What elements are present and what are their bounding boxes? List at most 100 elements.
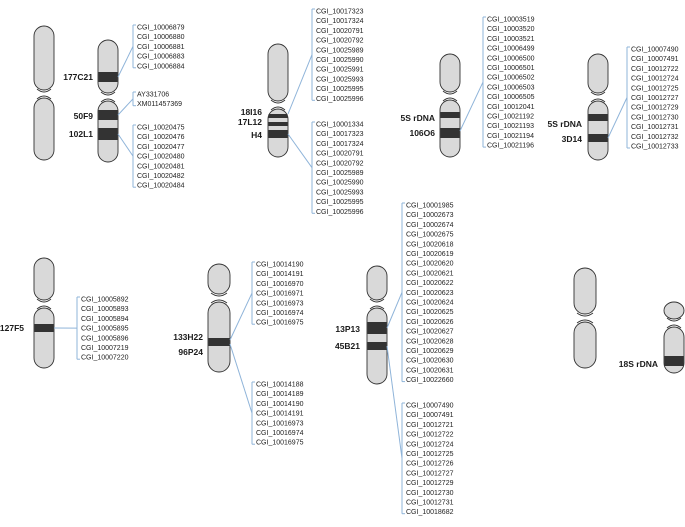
chromosome-arm-p — [587, 53, 609, 94]
hybridization-band — [440, 112, 460, 118]
centromere — [590, 91, 606, 103]
centromere — [36, 298, 52, 310]
clone-label: 17L12 — [238, 117, 262, 127]
gene-id-label: CGI_10020618 — [406, 241, 454, 248]
band-connector — [607, 97, 628, 139]
chromosome-arm-q — [207, 301, 231, 373]
chromosome-arm-p — [366, 265, 388, 301]
gene-id-label: CGI_10020480 — [137, 154, 185, 161]
band-connector — [287, 133, 313, 168]
gene-id-label: CGI_10001334 — [316, 122, 364, 129]
gene-id-label: CGI_10007491 — [406, 412, 454, 419]
gene-id-label: CGI_10006879 — [137, 25, 185, 32]
centromere — [100, 91, 116, 103]
hybridization-band — [588, 134, 608, 142]
gene-id-label: CGI_10007491 — [631, 56, 679, 63]
gene-id-label: CGI_10007490 — [631, 47, 679, 54]
gene-id-label: CGI_10012727 — [406, 470, 454, 477]
gene-id-label: CGI_10005895 — [81, 326, 129, 333]
chromosome-arm-p — [573, 267, 597, 315]
gene-id-label: CGI_10016974 — [256, 310, 304, 317]
gene-id-label: CGI_10025993 — [316, 189, 364, 196]
gene-id-label: CGI_10017324 — [316, 141, 364, 148]
band-connector — [386, 292, 403, 329]
clone-label: 177C21 — [63, 72, 93, 82]
chromosome-arm-q — [33, 97, 55, 161]
gene-id-label: CGI_10020621 — [406, 270, 454, 277]
gene-id-label: CGI_10012729 — [406, 480, 454, 487]
band-connector — [229, 292, 253, 341]
gene-id-label: CGI_10003519 — [487, 17, 535, 24]
chromosome-arm-q — [663, 326, 685, 374]
hybridization-band — [664, 356, 684, 366]
band-connector — [386, 345, 403, 459]
gene-id-label: CGI_10020619 — [406, 251, 454, 258]
clone-label: 102L1 — [69, 129, 93, 139]
gene-id-label: CGI_10012726 — [406, 461, 454, 468]
hybridization-band — [268, 114, 288, 118]
chromosome-chr-i-plain — [573, 267, 597, 369]
gene-id-label: CGI_10005893 — [81, 306, 129, 313]
gene-id-label: CGI_10025995 — [316, 86, 364, 93]
gene-id-label: AY331706 — [137, 92, 169, 99]
band-connector — [287, 54, 313, 115]
chromosome-arm-p — [33, 257, 55, 301]
centromere — [666, 317, 682, 329]
gene-id-label: CGI_10012724 — [406, 441, 454, 448]
gene-id-label: CGI_10016973 — [256, 420, 304, 427]
gene-id-label: CGI_10005894 — [81, 316, 129, 323]
gene-id-label: CGI_10014190 — [256, 401, 304, 408]
gene-group: CGI_10020475CGI_10020476CGI_10020477CGI_… — [117, 124, 185, 190]
gene-id-label: CGI_10017324 — [316, 18, 364, 25]
gene-id-label: CGI_10012721 — [406, 422, 454, 429]
gene-id-label: CGI_10020481 — [137, 163, 185, 170]
chromosome-chr-h: 13P1345B21CGI_10001985CGI_10002673CGI_10… — [335, 202, 454, 516]
gene-id-label: CGI_10006500 — [487, 55, 535, 62]
gene-id-label: CGI_10025996 — [316, 96, 364, 103]
chromosome-chr-j: 18S rDNA — [619, 301, 685, 374]
gene-id-label: CGI_10012733 — [631, 144, 679, 151]
gene-id-label: CGI_10016975 — [256, 320, 304, 327]
gene-id-label: CGI_10025991 — [316, 67, 364, 74]
gene-id-label: CGI_10025990 — [316, 57, 364, 64]
gene-id-label: CGI_10020482 — [137, 173, 185, 180]
gene-id-label: CGI_10012730 — [631, 114, 679, 121]
gene-id-label: CGI_10020624 — [406, 300, 454, 307]
chromosome-chr-f: 127F5CGI_10005892CGI_10005893CGI_1000589… — [0, 257, 129, 369]
clone-label: 133H22 — [173, 332, 203, 342]
gene-group: CGI_10003519CGI_10003520CGI_10003521CGI_… — [459, 16, 535, 150]
gene-id-label: CGI_10025993 — [316, 76, 364, 83]
chromosome-arm-q — [33, 307, 55, 369]
hybridization-band — [98, 72, 118, 82]
clone-label: 18I16 — [241, 107, 263, 117]
gene-id-label: CGI_10014191 — [256, 271, 304, 278]
hybridization-band — [98, 110, 118, 120]
gene-id-label: CGI_10020476 — [137, 134, 185, 141]
centromere — [576, 312, 594, 324]
gene-id-label: CGI_10020628 — [406, 338, 454, 345]
gene-id-label: CGI_10003521 — [487, 36, 535, 43]
hybridization-band — [440, 128, 460, 138]
centromere — [442, 90, 458, 102]
clone-label: 5S rDNA — [548, 119, 582, 129]
clone-label: 106O6 — [409, 128, 435, 138]
gene-id-label: CGI_10014189 — [256, 391, 304, 398]
chromosome-arm-p — [663, 301, 685, 320]
clone-label: 13P13 — [335, 324, 360, 334]
band-connector — [117, 133, 134, 157]
gene-id-label: CGI_10017323 — [316, 131, 364, 138]
gene-id-label: CGI_10007490 — [406, 403, 454, 410]
chromosome-arm-p — [267, 43, 289, 102]
hybridization-band — [367, 342, 387, 350]
gene-group: CGI_10017323CGI_10017324CGI_10020791CGI_… — [287, 8, 364, 115]
gene-id-label: CGI_10016974 — [256, 430, 304, 437]
gene-id-label: CGI_10020625 — [406, 309, 454, 316]
gene-id-label: CGI_10014188 — [256, 382, 304, 389]
gene-id-label: CGI_10020623 — [406, 290, 454, 297]
gene-id-label: CGI_10025989 — [316, 47, 364, 54]
hybridization-band — [268, 122, 288, 126]
clone-label: 50F9 — [74, 111, 94, 121]
gene-group: CGI_10014188CGI_10014189CGI_10014190CGI_… — [229, 343, 304, 447]
